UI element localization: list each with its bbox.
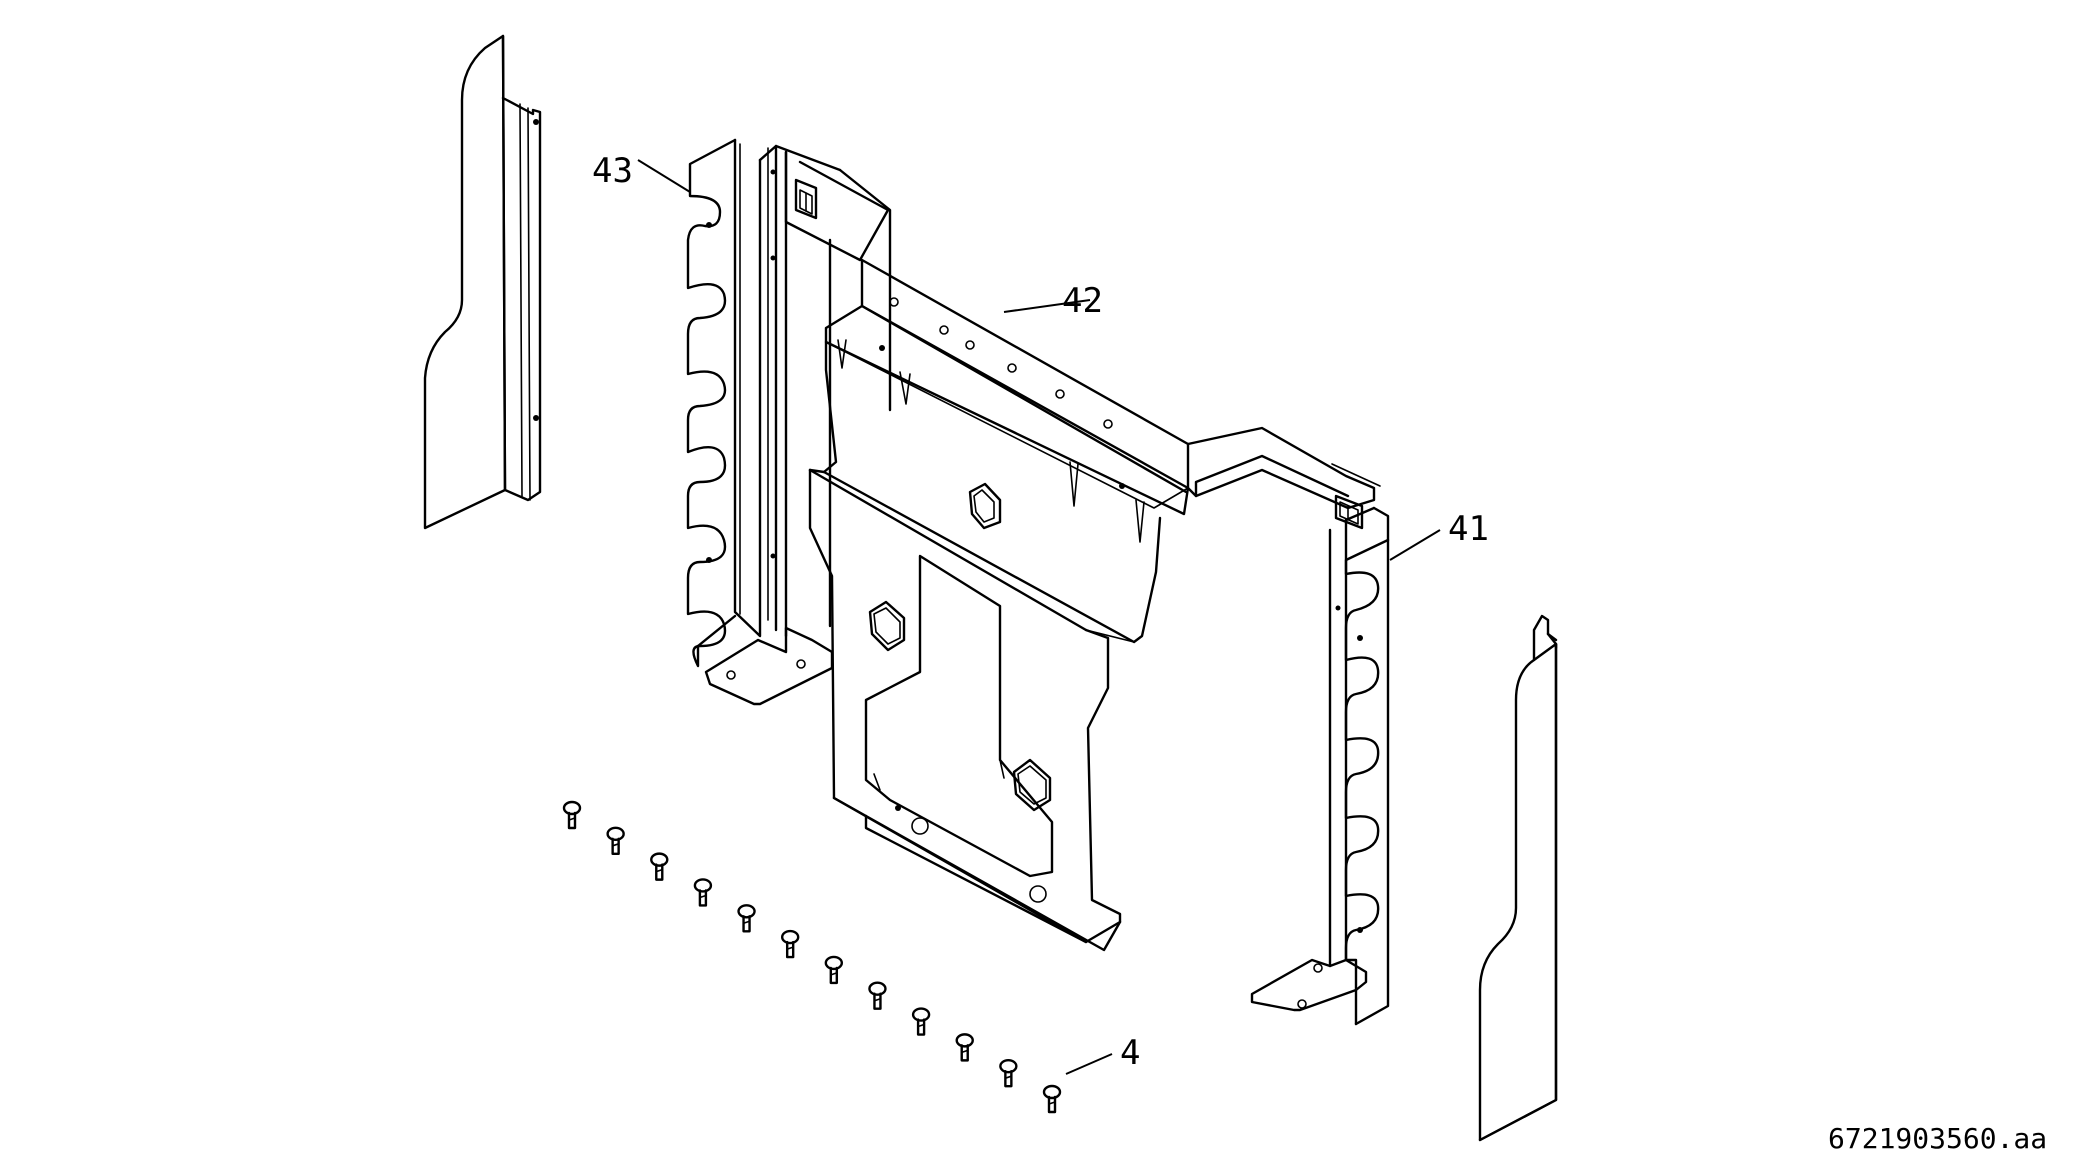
callout-4: 4 (1120, 1033, 1140, 1073)
callout-41: 41 (1448, 509, 1489, 549)
screw (868, 981, 887, 1010)
screw (999, 1058, 1018, 1088)
leader-41 (1389, 529, 1441, 561)
right-frame-bracket (1186, 426, 1390, 1026)
screw (955, 1033, 974, 1062)
screw (562, 800, 582, 830)
screw-row (562, 800, 1062, 1114)
screw (606, 826, 625, 856)
left-side-panel (423, 34, 542, 530)
drawing-reference: 6721903560.aa (1828, 1122, 2047, 1155)
screw (650, 852, 669, 881)
leader-4 (1065, 1053, 1113, 1075)
leader-43 (637, 159, 691, 193)
callout-43: 43 (592, 151, 633, 191)
screw (693, 878, 713, 907)
right-side-panel (1478, 614, 1558, 1142)
central-panel (808, 258, 1190, 952)
screw (737, 904, 756, 933)
left-frame-bracket (686, 138, 892, 706)
screw (824, 955, 844, 985)
screw (1042, 1084, 1062, 1114)
callout-42: 42 (1062, 281, 1103, 321)
screw (780, 929, 800, 959)
screw (911, 1007, 931, 1036)
leader-42 (1003, 299, 1091, 313)
